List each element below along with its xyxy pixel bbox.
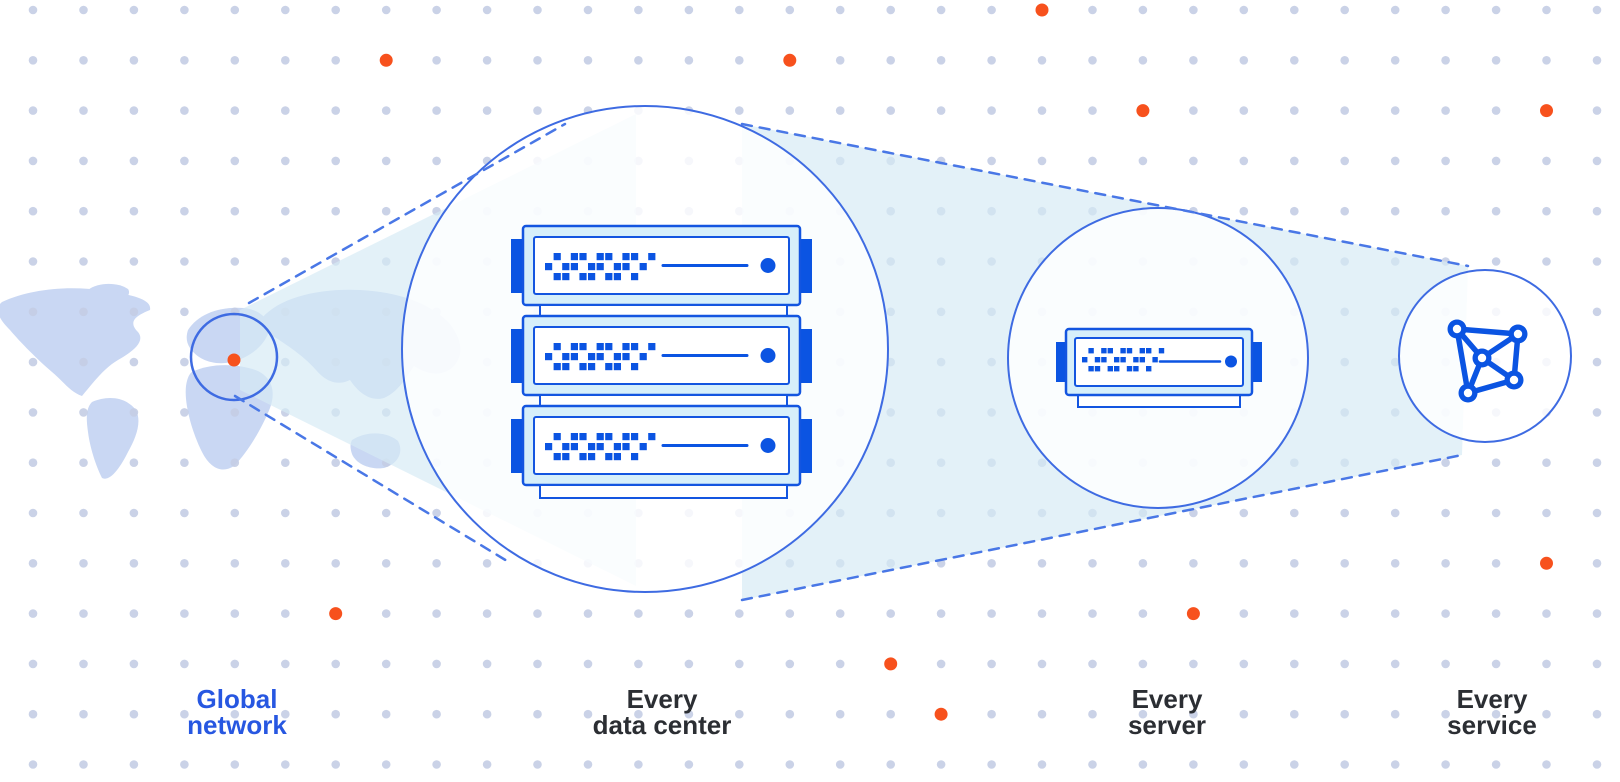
caption-line: Every — [1131, 684, 1203, 714]
power-dot — [760, 258, 776, 273]
server-ear-left — [1056, 342, 1066, 382]
caption-every-data-center: Every data center — [593, 686, 732, 738]
server-rack-stack — [511, 224, 812, 499]
caption-line: Every — [626, 684, 698, 714]
rack-tray — [539, 394, 788, 407]
rack-server-unit — [511, 314, 812, 397]
caption-line: data center — [592, 710, 732, 740]
caption-every-service: Every service — [1447, 686, 1537, 738]
caption-line: Global — [196, 684, 278, 714]
caption-line: network — [187, 710, 287, 740]
rack-ear-right — [800, 239, 812, 293]
vent-dither-pattern — [545, 343, 656, 371]
vent-dither-pattern — [1082, 348, 1165, 372]
rack-server-unit — [511, 404, 812, 487]
rack-tray — [539, 304, 788, 317]
rack-server-unit — [511, 224, 812, 307]
server-ear-right — [1252, 342, 1262, 382]
dashed-guides — [233, 122, 1470, 602]
mesh-network-icon — [1447, 319, 1528, 403]
mesh-node — [1447, 319, 1528, 403]
caption-line: server — [1127, 710, 1207, 740]
location-marker-dot — [227, 353, 241, 367]
vent-dither-pattern — [545, 433, 656, 461]
caption-every-server: Every server — [1128, 686, 1206, 738]
server-unit-single — [1056, 327, 1262, 408]
caption-line: Every — [1456, 684, 1528, 714]
rack-base-tray — [539, 484, 788, 499]
global-network-circle — [189, 312, 279, 402]
vent-dither-pattern — [545, 253, 656, 281]
caption-line: service — [1447, 710, 1537, 740]
rack-ear-left — [511, 239, 523, 293]
caption-global-network: Global network — [187, 686, 287, 738]
